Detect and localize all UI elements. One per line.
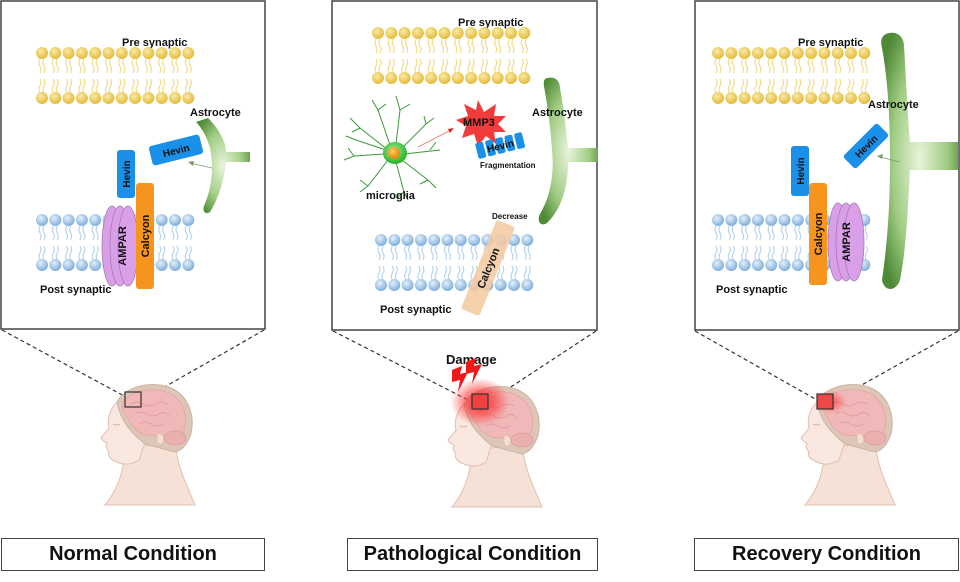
svg-text:Calcyon: Calcyon [813,212,825,255]
astrocyte [538,77,598,225]
ampar: AMPAR [827,202,865,282]
panel-recovery: Pre synaptic Astrocyte Hevin Hevin Calcy… [694,0,960,331]
panel-normal: Pre synaptic Astrocyte Hevin Hevin AMPAR… [0,0,266,330]
roi-box [816,393,834,410]
secretion-arrow-head [188,161,194,166]
astrocyte-label: Astrocyte [532,107,583,119]
secretion-arrow [189,162,213,169]
post-synaptic-label: Post synaptic [716,284,788,296]
zoom-line-recov-left [694,330,818,401]
zoom-line-normal-right [141,329,265,401]
lightning-icon [452,358,482,392]
condition-label-pathological: Pathological Condition [347,538,598,571]
mmp3-burst [456,100,506,146]
fragmentation-label: Fragmentation [480,161,536,170]
hevin-bound: Hevin [791,146,809,196]
calcyon: Calcyon [809,183,827,285]
decrease-label: Decrease [492,212,528,221]
pre-synaptic-label: Pre synaptic [122,37,187,49]
panel-pathological: Pre synaptic Astrocyte microglia MM [331,0,598,331]
astrocyte-label: Astrocyte [190,107,241,119]
hevin-bound: Hevin [117,150,135,198]
microglia [343,95,441,201]
calcyon: Calcyon [136,183,154,289]
activation-arrow-head [448,128,454,133]
damage-label: Damage [446,352,497,367]
post-synaptic-label: Post synaptic [380,304,452,316]
zoom-lines [1,329,959,403]
svg-text:Hevin: Hevin [122,160,133,187]
astrocyte-label: Astrocyte [868,99,919,111]
astrocyte [881,32,958,290]
pre-synaptic-label: Pre synaptic [798,37,863,49]
head-pathological [447,378,543,508]
roi-box [471,393,489,410]
ampar: AMPAR [101,205,139,287]
svg-text:AMPAR: AMPAR [841,222,853,262]
microglia-label: microglia [366,190,416,202]
mmp3-label: MMP3 [463,117,495,129]
zoom-line-recov-right [834,330,959,401]
activation-arrow [417,129,452,148]
svg-text:Hevin: Hevin [796,157,807,184]
svg-text:Calcyon: Calcyon [140,214,152,257]
post-synaptic-label: Post synaptic [40,284,112,296]
zoom-line-path-left [332,330,473,403]
condition-label-normal: Normal Condition [1,538,265,571]
astrocyte [196,118,250,214]
pre-synaptic-label: Pre synaptic [458,17,523,29]
secretion-arrow-head [877,154,883,159]
zoom-line-normal-left [1,329,127,398]
roi-box [124,391,142,408]
svg-text:AMPAR: AMPAR [117,226,129,266]
head-normal [100,383,196,506]
hevin-free: Hevin [148,134,204,166]
secretion-arrow [879,156,901,163]
head-recovery [800,383,896,506]
condition-label-recovery: Recovery Condition [694,538,959,571]
